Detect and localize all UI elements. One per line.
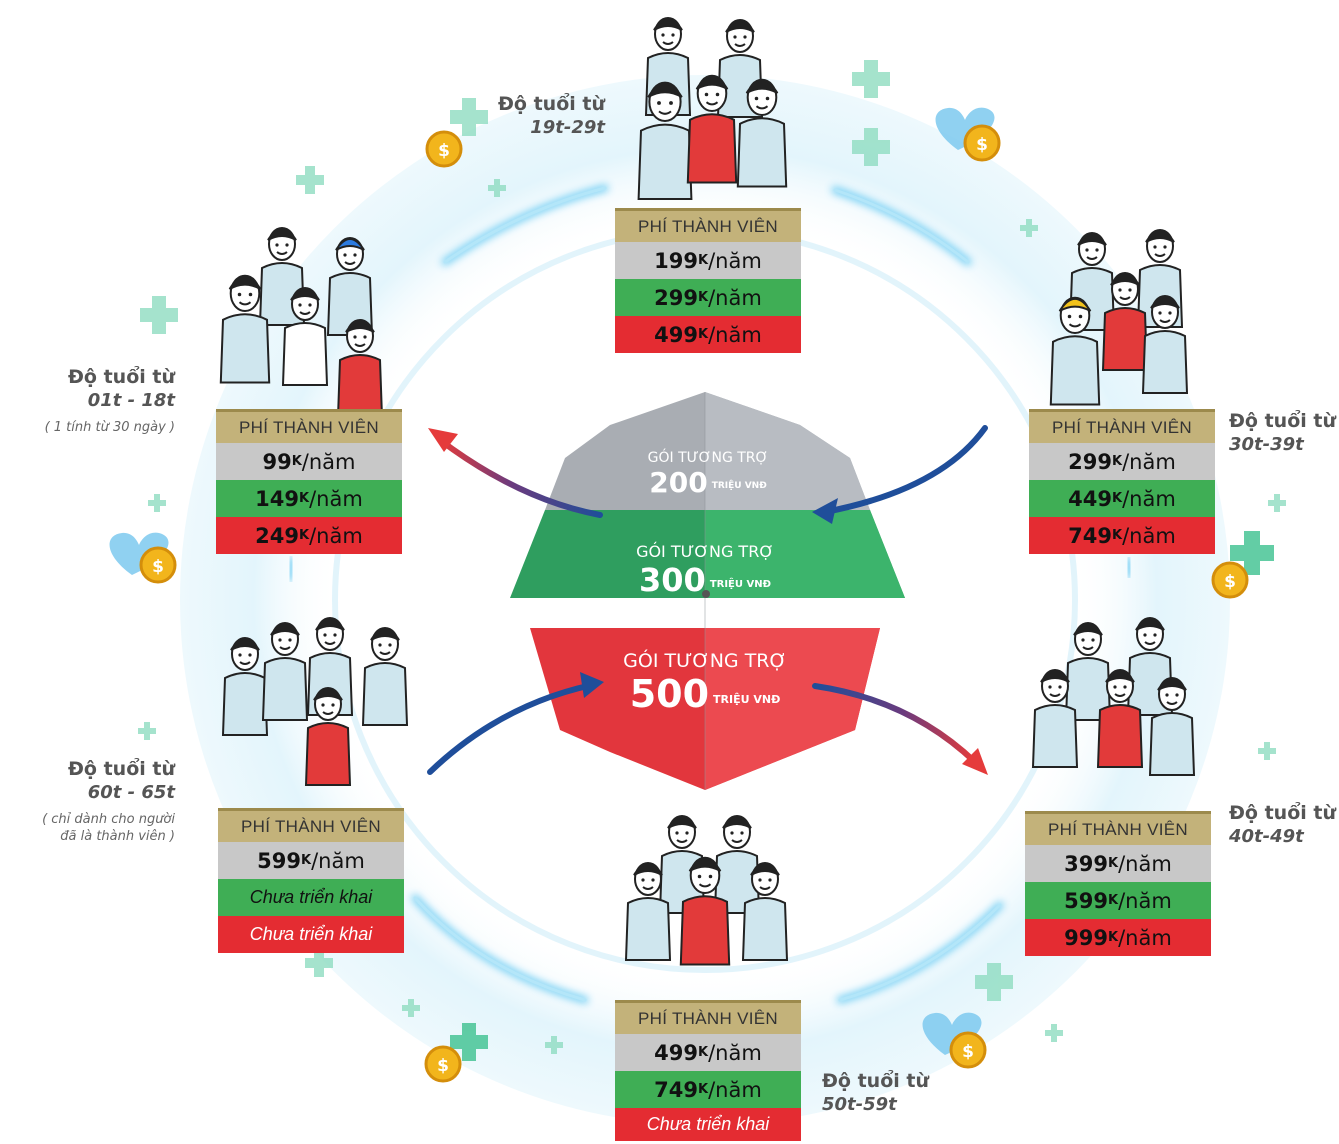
fee-row-500: Chưa triển khai <box>615 1108 801 1141</box>
person-figure <box>1096 669 1144 768</box>
person-figure <box>1141 295 1189 394</box>
age-label-60-65: Độ tuổi từ 60t - 65t ( chỉ dành cho ngườ… <box>42 758 175 844</box>
person-figure <box>361 627 409 726</box>
person-figure <box>281 287 329 386</box>
fee-row-500: Chưa triển khai <box>218 916 404 953</box>
person-figure <box>637 81 693 200</box>
person-figure <box>679 856 731 966</box>
coin-icon: $ $ $ $ $ $ <box>139 124 1249 1083</box>
person-figure <box>713 815 761 914</box>
svg-text:$: $ <box>1224 572 1236 592</box>
age-label-01-18: Độ tuổi từ 01t - 18t ( 1 tính từ 30 ngày… <box>44 366 175 436</box>
person-figure <box>736 78 788 188</box>
medical-cross-icon <box>138 60 1286 1061</box>
person-figure <box>1064 622 1112 721</box>
person-figure <box>1031 669 1079 768</box>
fee-header: PHÍ THÀNH VIÊN <box>218 808 404 842</box>
person-figure <box>219 274 271 384</box>
svg-text:$: $ <box>976 135 988 155</box>
person-figure <box>304 687 352 786</box>
age-label-30-39: Độ tuổi từ 30t-39t <box>1229 410 1336 455</box>
person-figure <box>261 622 309 721</box>
person-figure <box>741 862 789 961</box>
person-figure <box>624 862 672 961</box>
fee-header: PHÍ THÀNH VIÊN <box>1029 409 1215 443</box>
fee-header: PHÍ THÀNH VIÊN <box>1025 811 1211 845</box>
fee-header: PHÍ THÀNH VIÊN <box>615 208 801 242</box>
svg-text:$: $ <box>152 557 164 577</box>
person-figure <box>1101 272 1149 371</box>
person-figure <box>336 319 384 418</box>
svg-text:$: $ <box>437 1056 449 1076</box>
person-figure <box>686 74 738 184</box>
fee-header: PHÍ THÀNH VIÊN <box>615 1000 801 1034</box>
person-figure <box>1148 677 1196 776</box>
age-label-40-49: Độ tuổi từ 40t-49t <box>1229 802 1336 847</box>
age-label-50-59: Độ tuổi từ 50t-59t <box>822 1070 929 1115</box>
fee-row-300: Chưa triển khai <box>218 879 404 916</box>
fee-header: PHÍ THÀNH VIÊN <box>216 409 402 443</box>
heart-icon <box>109 107 995 1055</box>
svg-text:$: $ <box>962 1042 974 1062</box>
person-figure <box>221 637 269 736</box>
person-figure <box>1049 296 1101 406</box>
people-group-icon <box>219 17 1196 966</box>
svg-text:$: $ <box>438 141 450 161</box>
age-label-19-29: Độ tuổi từ 19t-29t <box>498 93 605 138</box>
umbrella-icon <box>510 392 905 790</box>
